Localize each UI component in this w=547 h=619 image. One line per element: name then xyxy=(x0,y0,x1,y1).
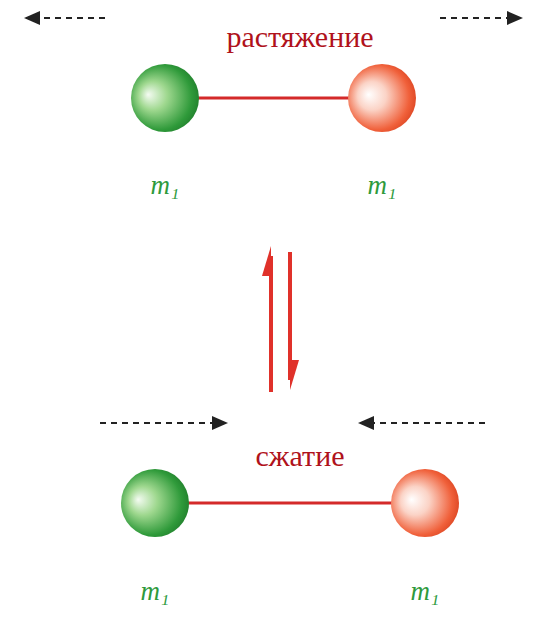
green-atom xyxy=(131,64,199,132)
process-label: сжатие xyxy=(255,439,344,472)
arrow-head xyxy=(358,416,374,430)
bond-line xyxy=(155,502,425,505)
mass-label: m₁ xyxy=(368,171,397,201)
red-atom xyxy=(348,64,416,132)
green-atom xyxy=(121,469,189,537)
mass-label: m₁ xyxy=(141,577,170,607)
molecule xyxy=(121,469,459,537)
mass-label: m₁ xyxy=(411,577,440,607)
equilibrium-arrows xyxy=(262,246,299,392)
arrow-head xyxy=(507,11,523,25)
arrow-head xyxy=(212,416,228,430)
arrow-head xyxy=(24,11,40,25)
process-label: растяжение xyxy=(226,20,373,53)
half-head xyxy=(262,246,271,276)
compress-arrows xyxy=(100,416,485,430)
molecule xyxy=(131,64,416,132)
mass-label: m₁ xyxy=(151,171,180,201)
up-arrow xyxy=(269,256,273,392)
red-atom xyxy=(391,469,459,537)
dashed-arrow xyxy=(100,422,222,424)
dashed-arrow xyxy=(366,422,485,424)
half-head xyxy=(290,360,299,390)
